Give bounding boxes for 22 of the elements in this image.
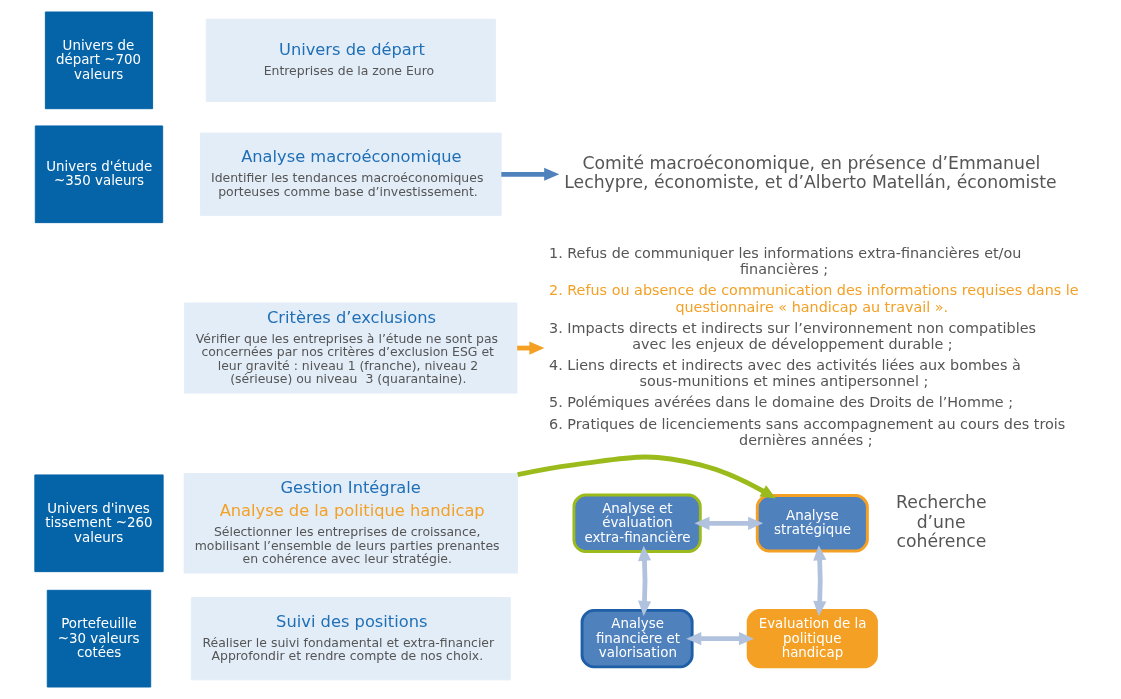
arrow: [694, 516, 764, 530]
node-box: Suivi des positions Réaliser le suivi fondamental et extra-financier Approfondir et rendre compte de nos choix.: [190, 597, 511, 681]
label: Recherche d’une cohérence: [896, 492, 987, 551]
arrow: [501, 167, 560, 181]
arrow: [686, 632, 755, 646]
arrow: [517, 454, 776, 499]
arrow: [638, 545, 652, 617]
node-box: Gestion Intégrale Analyse de la politique handicap Sélectionner les entreprises de croissance, mobilisant l’ensemble de leurs parties prenantes en cohérence avec leur stratégie.: [183, 473, 518, 574]
node-box: Evaluation de la politique handicap: [746, 609, 878, 669]
arrow: [813, 545, 827, 617]
node-box: Univers de départ Entreprises de la zone Euro: [205, 18, 496, 102]
node-box: Univers de départ ~700 valeurs: [44, 11, 154, 110]
node-box: Portefeuille ~30 valeurs cotées: [46, 589, 152, 688]
node-box: Univers d'étude ~350 valeurs: [34, 125, 164, 224]
node-box: Analyse stratégique: [755, 494, 869, 553]
node-text: Comité macroéconomique, en présence d’Emmanuel Lechypre, économiste, et d’Alberto Matellán, économiste: [564, 152, 1057, 193]
node-box: Critères d’exclusions Vérifier que les entreprises à l’étude ne sont pas concernées par nos critères d’exclusion ESG et leur gravité : niveau 1 (franche), niveau 2 (sérieuse) ou niveau 3 (quarantaine).: [184, 302, 518, 394]
node-box: Analyse macroéconomique Identifier les tendances macroéconomiques porteuses comme base d’investissement.: [200, 132, 502, 216]
node-box: Univers d'investissement ~260 valeurs: [34, 474, 164, 573]
node-box: Analyse financière et valorisation: [580, 609, 694, 669]
node-text: 1. Refus de communiquer les informations extra-financières et/ou financières ; 2. Refus ou absence de communication des informations requises dans le questionnaire « handicap au travail ». 3. Impacts directs et indirects sur l’environnement non compatibles avec les enjeux de développement durable ; 4. Liens directs et indirects avec des activités liées aux bombes à sous-munitions et mines antipersonnel ; 5. Polémiques avérées dans le domaine des Droits de l’Homme ; 6. Pratiques de licenciements sans accompagnement au cours des trois dernières années ;: [549, 245, 1079, 448]
node-box: Analyse et évaluation extra-financière: [572, 493, 702, 553]
